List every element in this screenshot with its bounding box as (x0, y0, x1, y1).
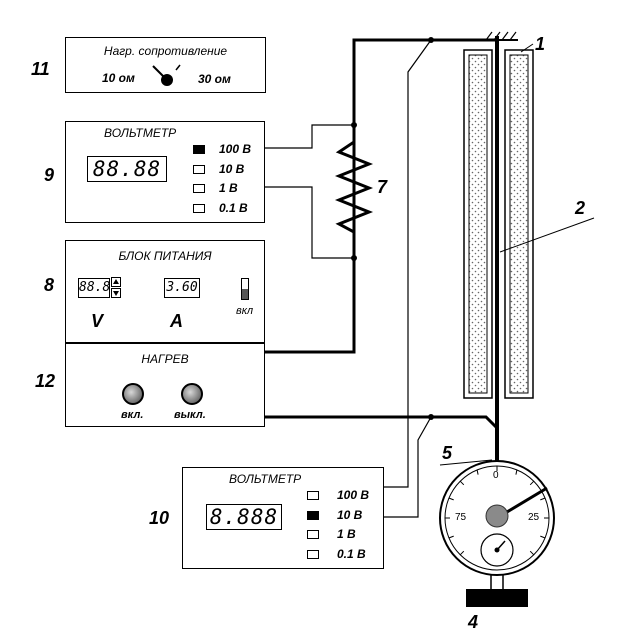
voltmeter-9-range-switch[interactable] (193, 203, 205, 213)
heating-on-label: вкл. (121, 409, 144, 421)
power-switch-label: вкл (236, 305, 254, 317)
heating-panel: НАГРЕВ вкл. выкл. (65, 343, 265, 427)
voltmeter-9-range-switch[interactable] (193, 184, 205, 193)
voltmeter-9-range-switch[interactable] (193, 145, 205, 154)
voltmeter-10-range-label: 10 В (337, 507, 363, 522)
callout-9: 9 (44, 165, 55, 185)
supply-wire-bottom (264, 415, 499, 430)
callout-5: 5 (442, 443, 453, 463)
voltage-display: 88.8 (78, 278, 110, 298)
dial-gauge (439, 460, 555, 607)
voltmeter-9-range-label: 0.1 В (219, 200, 248, 215)
current-display: 3.60 (164, 278, 200, 298)
callout-12: 12 (35, 371, 56, 391)
load-resistance-panel: Нагр. сопротивление 10 ом 30 ом (65, 37, 266, 93)
callout-4: 4 (468, 612, 479, 632)
power-toggle-switch[interactable] (241, 278, 249, 300)
amp-label: A (170, 311, 183, 331)
voltmeter-10-range-switch[interactable] (307, 510, 319, 520)
load-resistance-title: Нагр. сопротивление (103, 44, 228, 58)
callout-2: 2 (575, 198, 586, 218)
voltage-stepper[interactable] (111, 277, 121, 299)
dial-zero-label: 0 (493, 470, 499, 481)
voltmeter9-lead-b (264, 186, 354, 259)
voltmeter-9-panel: ВОЛЬТМЕТР 88.88 100 В 10 В 1 В 0.1 В (65, 121, 265, 223)
voltmeter9-lead-a (264, 124, 354, 149)
voltmeter-10-range-label: 0.1 В (337, 546, 366, 561)
voltmeter-10-range-label: 100 В (337, 488, 370, 502)
voltmeter-9-range-label: 100 В (219, 142, 252, 156)
heating-title: НАГРЕВ (141, 352, 189, 366)
callout-8: 8 (44, 275, 55, 295)
dial-left-label: 75 (455, 512, 467, 523)
voltmeter-10-range-switch[interactable] (307, 549, 319, 559)
heating-off-label: выкл. (174, 409, 206, 421)
voltmeter-10-title: ВОЛЬТМЕТР (229, 472, 302, 486)
heating-off-button[interactable] (181, 383, 203, 405)
voltmeter-10-display: 8.888 (206, 504, 282, 530)
voltage-up-icon[interactable] (111, 277, 121, 287)
dial-right-label: 25 (528, 512, 540, 523)
voltmeter-10-range-switch[interactable] (307, 491, 319, 500)
resistance-10-label: 10 ом (102, 71, 135, 85)
power-supply-panel: БЛОК ПИТАНИЯ 88.8 3.60 V A вкл (65, 240, 265, 343)
voltage-down-icon[interactable] (111, 288, 121, 298)
callout-10: 10 (149, 508, 170, 528)
voltmeter-10-panel: ВОЛЬТМЕТР 8.888 100 В 10 В 1 В 0.1 В (182, 467, 384, 569)
resistance-30-label: 30 ом (198, 72, 231, 86)
voltmeter-9-title: ВОЛЬТМЕТР (104, 126, 177, 140)
supply-wire-top (264, 38, 497, 354)
voltmeter10-lead-b (384, 416, 432, 518)
voltmeter-9-range-switch[interactable] (193, 164, 205, 174)
voltmeter10-lead-a (384, 39, 432, 488)
resistance-selector-knob[interactable] (148, 58, 188, 90)
power-supply-title: БЛОК ПИТАНИЯ (118, 249, 212, 263)
callout-7: 7 (377, 177, 388, 197)
callout-11: 11 (31, 59, 50, 79)
callout-1: 1 (535, 34, 546, 54)
voltmeter-9-range-label: 10 В (219, 161, 245, 176)
voltmeter-10-range-switch[interactable] (307, 530, 319, 539)
heating-tube (463, 49, 534, 399)
voltmeter-10-range-label: 1 В (337, 527, 356, 541)
heating-on-button[interactable] (122, 383, 144, 405)
voltmeter-9-display: 88.88 (87, 156, 167, 182)
voltmeter-9-range-label: 1 В (219, 181, 238, 195)
volt-label: V (91, 311, 104, 331)
